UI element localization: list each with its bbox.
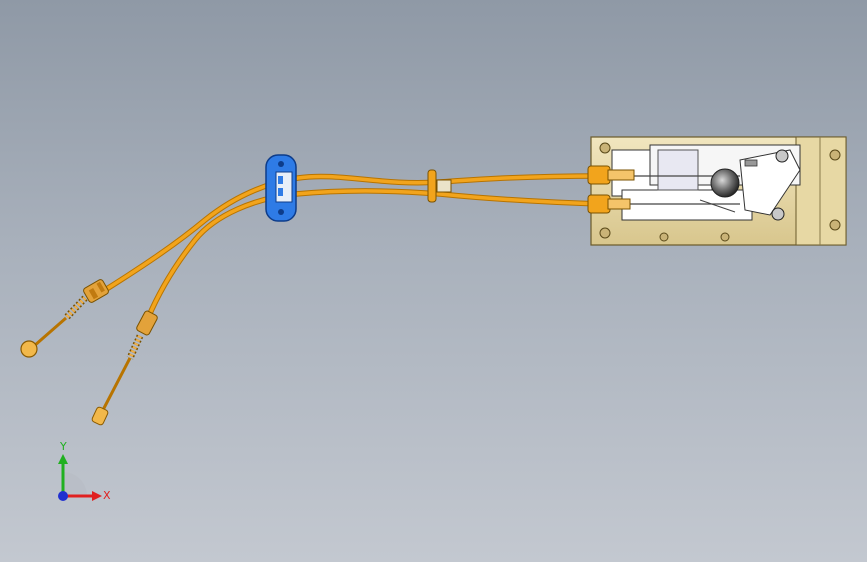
triad-graphic bbox=[58, 454, 102, 501]
coordinate-axes-icon: X Y bbox=[40, 440, 120, 510]
z-axis bbox=[58, 491, 68, 501]
select-cable-lower[interactable] bbox=[145, 188, 603, 321]
shift-ball-joint bbox=[710, 168, 740, 198]
y-axis-label: Y bbox=[60, 440, 67, 453]
cable-end-fitting-upper[interactable] bbox=[20, 279, 110, 358]
housing-cable-connector-upper[interactable] bbox=[587, 165, 635, 185]
cable-end-fitting-lower[interactable] bbox=[91, 310, 158, 426]
shift-cable-upper[interactable] bbox=[102, 173, 603, 293]
x-axis-label: X bbox=[103, 489, 111, 502]
cable-clip[interactable] bbox=[427, 169, 452, 203]
housing-cable-connector-lower[interactable] bbox=[587, 194, 631, 214]
shifter-housing[interactable] bbox=[590, 136, 847, 246]
cable-bracket[interactable] bbox=[265, 154, 297, 222]
